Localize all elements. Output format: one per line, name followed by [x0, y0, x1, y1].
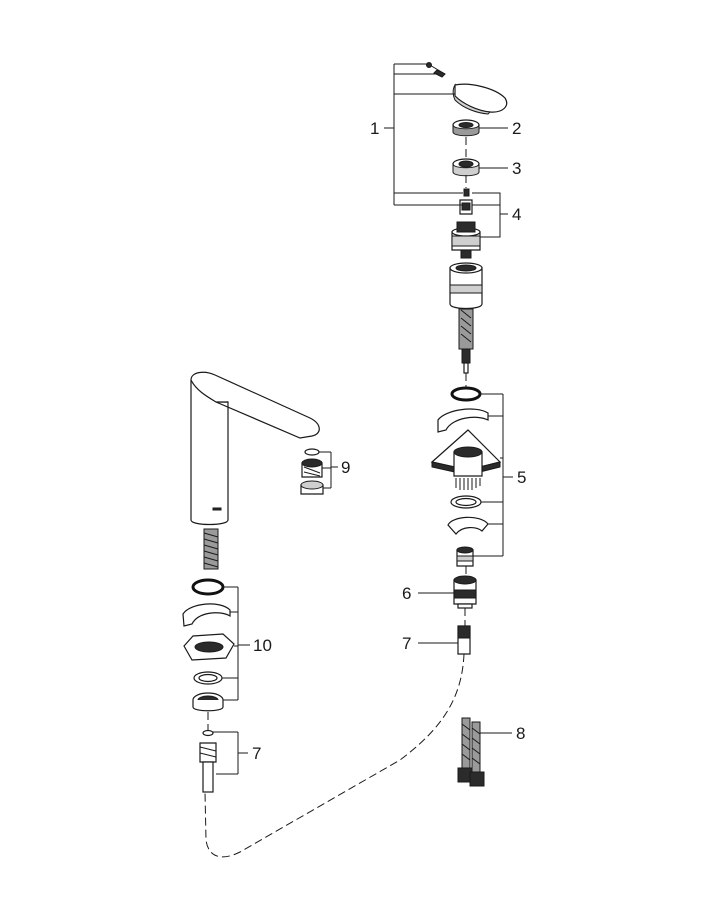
callout-7-left: 7 — [252, 744, 261, 763]
nut-part-3 — [452, 158, 480, 177]
supply-hoses-part-8 — [457, 717, 485, 787]
callout-1: 1 — [370, 119, 379, 138]
cap-part-2 — [452, 119, 480, 137]
callout-3: 3 — [512, 159, 521, 178]
hose-end-part-7-left — [199, 729, 217, 793]
sleeve — [449, 262, 483, 310]
callout-7-right: 7 — [402, 634, 411, 653]
threaded-rod — [203, 528, 219, 570]
faucet-spout-body — [190, 371, 320, 526]
mounting-set-10 — [182, 578, 235, 712]
callout-9: 9 — [341, 458, 350, 477]
leader-lines — [213, 63, 513, 775]
callout-labels: 1 2 3 4 5 6 7 8 9 10 7 — [252, 119, 526, 763]
mounting-set-5 — [430, 386, 502, 567]
cartridge — [451, 221, 481, 259]
hose-end-part-7 — [457, 625, 471, 655]
connector-part-6 — [453, 575, 477, 609]
callout-2: 2 — [512, 119, 521, 138]
aerator-part-9 — [300, 448, 324, 495]
screw-and-adapter — [459, 188, 473, 215]
callout-8: 8 — [516, 724, 525, 743]
handle-lever — [426, 62, 508, 115]
callout-6: 6 — [402, 584, 411, 603]
callout-4: 4 — [512, 205, 521, 224]
callout-5: 5 — [517, 468, 526, 487]
pull-out-hose-inner — [458, 308, 474, 374]
dashed-assembly-lines — [204, 137, 467, 858]
callout-10: 10 — [253, 636, 272, 655]
